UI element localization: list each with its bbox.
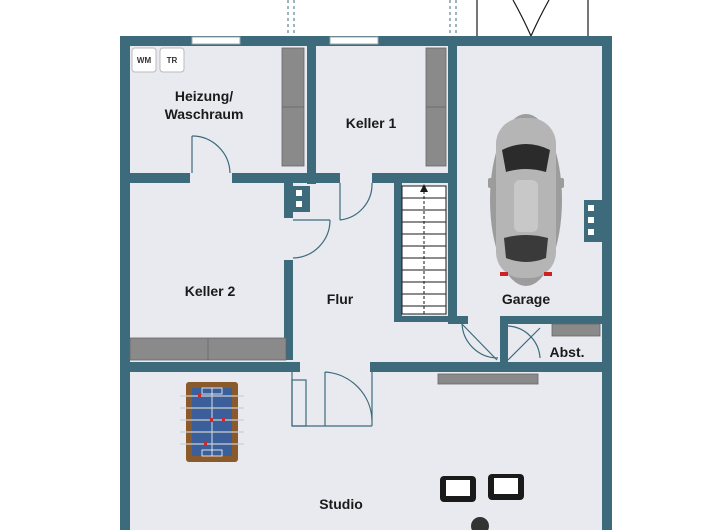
room-label-studio: Studio — [319, 496, 363, 512]
garage-door-swing — [476, 0, 589, 38]
dryer-label: TR — [167, 56, 178, 65]
radiator-icon — [129, 47, 601, 385]
armchair-icon — [440, 474, 524, 530]
room-label-flur: Flur — [327, 291, 354, 307]
car-icon — [488, 114, 564, 286]
exterior-guides — [287, 0, 457, 36]
room-label-keller2: Keller 2 — [185, 283, 236, 299]
washing-machine-label: WM — [137, 56, 152, 65]
dryer-icon: TR — [159, 47, 185, 73]
room-label-waschraum: Waschraum — [165, 106, 244, 122]
door-swing-icon — [191, 135, 541, 427]
window-icon — [191, 36, 379, 45]
room-label-heizung: Heizung/ — [175, 88, 233, 104]
foosball-table-icon — [180, 382, 244, 462]
room-label-garage: Garage — [502, 291, 550, 307]
room-label-abst: Abst. — [550, 344, 585, 360]
walls — [120, 36, 612, 530]
room-label-keller1: Keller 1 — [346, 115, 397, 131]
room-labels: Heizung/ Waschraum Keller 1 Keller 2 Flu… — [165, 88, 585, 512]
shaft-icon — [292, 186, 602, 242]
washing-machine-icon: WM — [131, 47, 157, 73]
staircase-icon — [401, 184, 447, 315]
